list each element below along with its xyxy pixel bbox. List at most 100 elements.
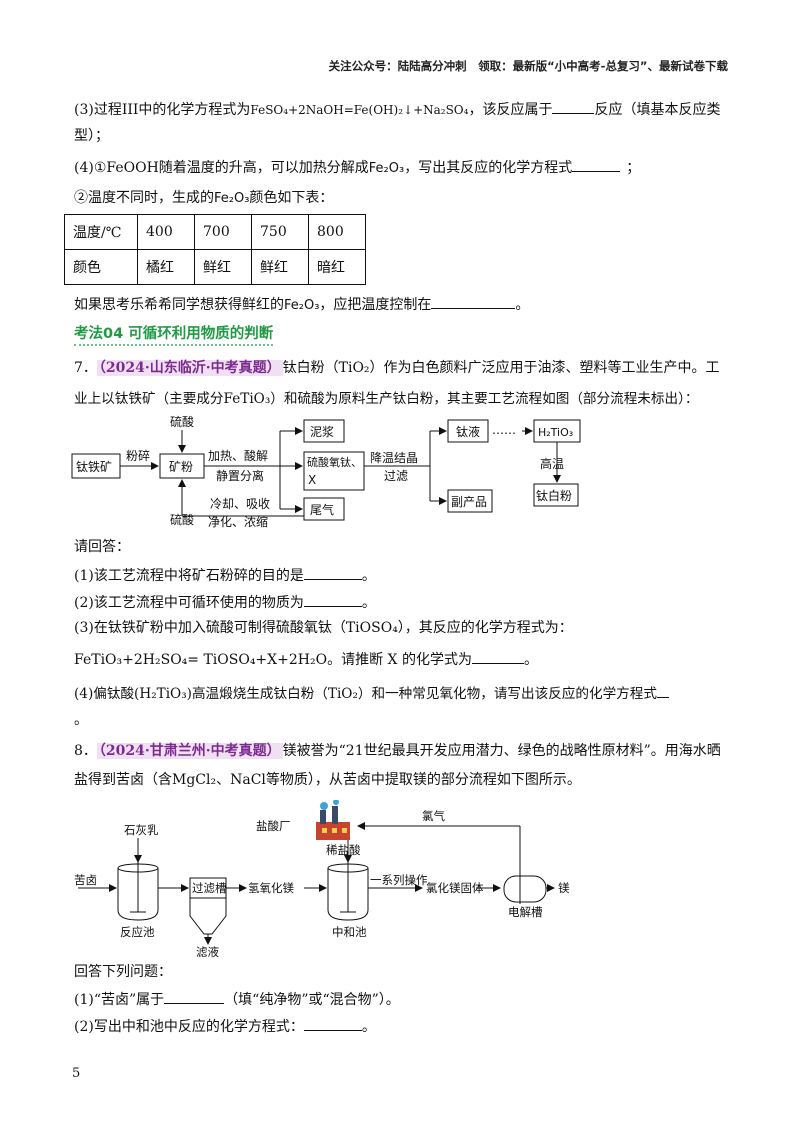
- q8-s1-suffix: （填“纯净物”或“混合物”）。: [224, 992, 400, 1008]
- q3-suffix: 反应（填基本反应类: [594, 102, 721, 118]
- table-cell: 鲜红: [251, 249, 309, 285]
- temperature-color-table: 温度/℃ 400 700 750 800 颜色 橘红 鲜红 鲜红 暗红: [64, 214, 366, 285]
- q8-s1-prefix: (1)“苦卤”属于: [74, 992, 165, 1008]
- q3-prefix: (3)过程III中的化学方程式为: [74, 102, 251, 118]
- byproduct-box: [447, 489, 493, 513]
- table-cell: 鲜红: [194, 249, 252, 285]
- q7-answer-intro: 请回答：: [74, 539, 130, 555]
- q7-sub3a: (3)在钛铁矿粉中加入硫酸可制得硫酸氧钛（TiOSO₄），其反应的化学方程式为：: [74, 620, 573, 636]
- middle-label1: 硫酸氧钛、: [307, 455, 362, 469]
- q3-line: (3)过程III中的化学方程式为FeSO₄+2NaOH=Fe(OH)₂↓+Na₂…: [74, 98, 720, 120]
- cool-label1: 冷却、吸收: [210, 497, 270, 511]
- q4-part2: ②温度不同时，生成的Fe₂O₃颜色如下表：: [74, 188, 333, 209]
- tail-label: 尾气: [310, 502, 334, 517]
- page-number: 5: [72, 1066, 81, 1081]
- crystal-label: 降温结晶: [370, 451, 418, 465]
- table-row: 温度/℃ 400 700 750 800: [64, 214, 366, 250]
- section-title: 考法04 可循环利用物质的判断: [74, 322, 274, 346]
- chlorine-label: 氯气: [422, 809, 445, 823]
- fe2o3-formula: Fe₂O₃: [368, 161, 405, 176]
- q7-sub2: (2)该工艺流程中可循环使用的物质为 。: [74, 591, 376, 613]
- q8-s2-text: (2)写出中和池中反应的化学方程式：: [74, 1019, 304, 1035]
- period: 。: [523, 652, 538, 668]
- dilute-label: 稀盐酸: [326, 843, 361, 857]
- q8-s2-blank[interactable]: [303, 1015, 362, 1031]
- q8-s1-blank[interactable]: [164, 988, 225, 1004]
- q7-sub4-end: 。: [74, 712, 88, 728]
- table-cell: 800: [308, 214, 366, 250]
- q8-sub1: (1)“苦卤”属于 （填“纯净物”或“混合物”）。: [74, 988, 400, 1010]
- q8-source-tag: （2024·甘肃兰州·中考真题）: [96, 743, 283, 759]
- fe2o3-formula: Fe₂O₃: [284, 298, 320, 313]
- q7-s4-blank[interactable]: [656, 682, 669, 698]
- table-cell: 700: [194, 214, 252, 250]
- neutral-tank: [327, 868, 369, 921]
- q7-s1-blank[interactable]: [303, 564, 362, 580]
- q4-temperature-blank[interactable]: [431, 293, 516, 309]
- mg-label: 镁: [558, 881, 570, 895]
- page-header: 关注公众号：陆陆高分冲刺 领取：最新版“小中高考-总复习”、最新试卷下载: [328, 59, 728, 73]
- q4-p1-prefix: (4)①FeOOH随着温度的升高，可以加热分解成: [74, 160, 369, 176]
- neutral-label: 中和池: [332, 925, 367, 939]
- q7-s3-equation: FeTiO₃+2H₂SO₄= TiOSO₄+X+2H₂O: [74, 652, 328, 668]
- period: 。: [361, 1019, 376, 1035]
- period: 。: [361, 595, 376, 611]
- table-row: 颜色 橘红 鲜红 鲜红 暗红: [64, 249, 366, 285]
- mud-label: 泥浆: [310, 424, 334, 439]
- q7-number: 7．: [74, 360, 97, 376]
- tio2-label: 钛白粉: [536, 488, 572, 503]
- middle-label2: X: [308, 473, 316, 487]
- acid-top-label: 硫酸: [170, 414, 194, 429]
- mud-box: [303, 419, 345, 443]
- tank-label: 反应池: [120, 925, 155, 939]
- filtrate-label: 滤液: [196, 945, 219, 959]
- ops-label: 一系列操作: [370, 873, 428, 887]
- ti-liquid-label: 钛液: [456, 424, 480, 439]
- powder-label: 矿粉: [169, 460, 193, 474]
- q3-answer-blank[interactable]: [552, 98, 595, 114]
- lime-label: 石灰乳: [124, 823, 159, 837]
- q7-s3-blank[interactable]: [471, 648, 524, 664]
- table-cell: 橘红: [137, 249, 195, 285]
- q7-intro-line2: 业上以钛铁矿（主要成分FeTiO₃）和硫酸为原料生产钛白粉，其主要工艺流程如图（…: [74, 391, 699, 407]
- q3-mid: ，该反应属于: [468, 102, 553, 118]
- table-cell: 颜色: [64, 249, 138, 285]
- cell-label: 电解槽: [508, 905, 543, 919]
- crush-label: 粉碎: [126, 448, 150, 463]
- table-cell: 温度/℃: [64, 214, 138, 250]
- q4-p1-end: ；: [626, 160, 641, 176]
- ore-label: 钛铁矿: [76, 459, 112, 474]
- q7-s1-text: (1)该工艺流程中将矿石粉碎的目的是: [74, 568, 304, 584]
- q8-sub2: (2)写出中和池中反应的化学方程式： 。: [74, 1015, 376, 1037]
- middle-box: [303, 451, 365, 491]
- reaction-tank: [117, 868, 159, 921]
- period: 。: [361, 568, 376, 584]
- filter-label: 过滤: [384, 469, 408, 483]
- q7-sub4: (4)偏钛酸(H₂TiO₃)高温煅烧生成钛白粉（TiO₂）和一种常见氧化物，请写…: [74, 682, 669, 704]
- q7-process-flow-diagram: 钛铁矿 粉碎 矿粉 硫酸 加热、酸解 静置分离 泥浆 硫酸氧钛、 X 尾气 冷却…: [71, 414, 581, 529]
- q8-intro-line2: 盐得到苦卤（含MgCl₂、NaCl等物质），从苦卤中提取镁的部分流程如下图所示。: [74, 772, 581, 788]
- table-cell: 750: [251, 214, 309, 250]
- filter-tank-label: 过滤槽: [192, 881, 227, 895]
- q7-s2-blank[interactable]: [303, 591, 362, 607]
- h2tio3-label: H₂TiO₃: [538, 426, 573, 439]
- q4-part3: 如果思考乐希希同学想获得鲜红的Fe₂O₃，应把温度控制在。: [74, 293, 529, 316]
- q4-p2-prefix: ②温度不同时，生成的: [74, 190, 214, 206]
- q8-answer-intro: 回答下列问题：: [74, 964, 172, 980]
- acid-bottom-label: 硫酸: [170, 512, 194, 527]
- q7-s2-text: (2)该工艺流程中可循环使用的物质为: [74, 595, 304, 611]
- q8-intro1: 镁被誉为“21世纪最具开发应用潜力、绿色的战略性原材料”。用海水晒: [282, 743, 721, 759]
- dots-label: ……: [492, 423, 516, 437]
- heat-label: 加热、酸解: [208, 448, 268, 463]
- q7-intro1: 钛白粉（TiO₂）作为白色颜料广泛应用于油漆、塑料等工业生产中。工: [282, 360, 720, 376]
- tio2-box: [533, 483, 579, 507]
- table-cell: 400: [137, 214, 195, 250]
- q7-s4-text: (4)偏钛酸(H₂TiO₃)高温煅烧生成钛白粉（TiO₂）和一种常见氧化物，请写…: [74, 686, 657, 702]
- q7-source-tag: （2024·山东临沂·中考真题）: [96, 360, 283, 376]
- q7-intro-line1: 7．（2024·山东临沂·中考真题）钛白粉（TiO₂）作为白色颜料广泛应用于油漆…: [74, 358, 720, 378]
- q4-equation-blank[interactable]: [572, 156, 621, 172]
- table-cell: 暗红: [308, 249, 366, 285]
- tail-gas-box: [303, 497, 345, 521]
- q4-p3-end: 。: [515, 297, 530, 313]
- q7-s3-question: 。请推断 X 的化学式为: [327, 652, 472, 668]
